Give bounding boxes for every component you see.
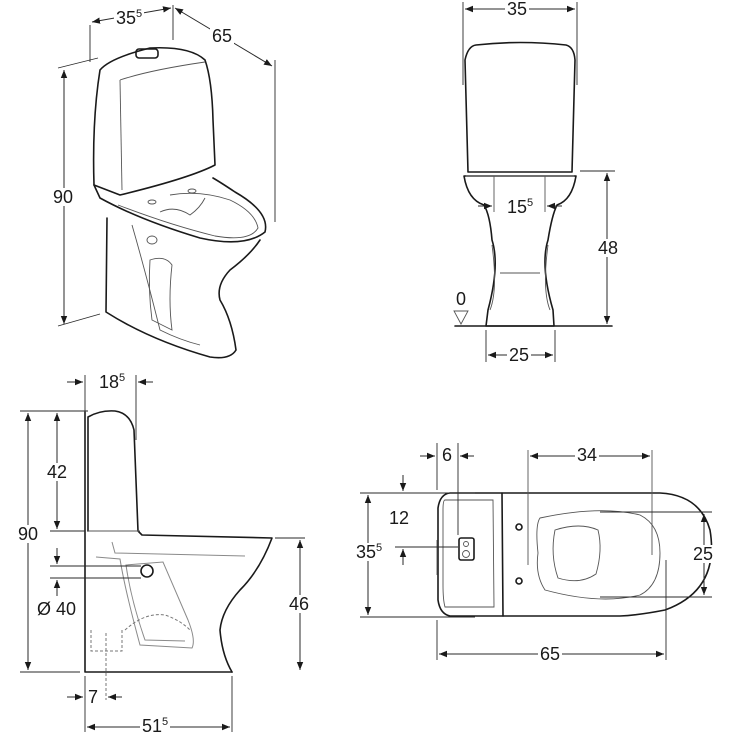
flush-button-icon [135, 48, 159, 59]
iso-depth-label: 65 [210, 26, 235, 46]
front-view [453, 2, 615, 362]
side-total-height-label: 90 [16, 524, 41, 544]
iso-height-label: 90 [51, 187, 76, 207]
top-view [360, 443, 713, 660]
side-base-length-label: 515 [140, 716, 171, 736]
front-tank-width-label: 35 [505, 0, 530, 19]
seat-width-label: 25 [691, 544, 716, 564]
bowl-length-label: 34 [575, 445, 600, 465]
isometric-view [57, 5, 276, 359]
front-seat-height-label: 48 [596, 238, 621, 258]
outlet-offset-label: 7 [86, 687, 101, 707]
iso-width-label: 355 [114, 8, 145, 28]
inlet-diameter-label: Ø 40 [35, 599, 79, 619]
button-offset-label: 6 [440, 445, 455, 465]
side-tank-height-label: 42 [45, 462, 70, 482]
top-total-width-label: 355 [354, 542, 385, 562]
side-tank-depth-label: 185 [97, 372, 128, 392]
side-rim-height-label: 46 [287, 594, 312, 614]
front-fixing-spacing-label: 155 [505, 197, 536, 217]
flush-button-icon [458, 537, 475, 561]
top-total-length-label: 65 [538, 644, 563, 664]
button-depth-label: 12 [387, 508, 412, 528]
floor-level-label: 0 [454, 289, 469, 309]
side-view [20, 375, 305, 732]
front-foot-width-label: 25 [507, 345, 532, 365]
